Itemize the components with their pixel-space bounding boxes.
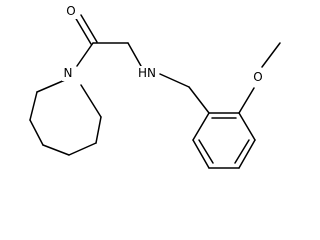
bond-ring-cf-n — [80, 84, 102, 118]
bond-ar-c5-c6 — [192, 139, 210, 169]
methoxy-group — [238, 42, 281, 114]
benzene-ring — [192, 112, 256, 169]
ether-oxygen-label: O — [253, 70, 262, 84]
bond-ar-c2-c3 — [238, 112, 256, 141]
atom-labels: O N HN O — [62, 4, 264, 85]
bond-ar-c6-c1 — [192, 112, 210, 141]
azepane-ring — [29, 79, 102, 156]
ether-oxygen-bg — [252, 70, 264, 85]
amide-linker — [74, 14, 210, 114]
ring-nitrogen-bg — [62, 66, 74, 81]
bond-ch2-to-nh — [127, 42, 142, 67]
amine-bg — [136, 66, 158, 81]
bond-ar-inner-2 — [234, 139, 250, 164]
bond-ring-cb-cc — [29, 119, 44, 146]
carbonyl-oxygen-label: O — [66, 4, 75, 18]
bond-ar-c3-c4 — [238, 139, 256, 169]
bond-ring-ca-cb — [29, 91, 38, 121]
bond-ring-to-ether-o — [238, 87, 255, 114]
bond-ring-ce-cf — [95, 116, 102, 144]
bond-ether-o-to-methyl — [261, 42, 281, 68]
bond-ring-cd-ce — [68, 142, 97, 156]
ring-nitrogen-label: N — [64, 66, 73, 80]
amine-label: HN — [138, 66, 156, 80]
carbonyl-oxygen-bg — [65, 4, 77, 19]
bond-carbonyl-double-a — [74, 16, 92, 45]
bond-ring-n-ca — [36, 79, 66, 93]
bond-carbonyl-double-b — [80, 14, 98, 43]
bond-n-carbonyl-carbon — [76, 42, 94, 67]
bond-benzyl-ch2-to-ring — [188, 86, 210, 114]
bond-ring-cc-cd — [42, 144, 70, 156]
bond-nh-to-benzyl-ch2 — [159, 73, 190, 88]
structure-diagram: O N HN O — [29, 4, 281, 169]
bond-ar-inner-3 — [198, 139, 214, 164]
